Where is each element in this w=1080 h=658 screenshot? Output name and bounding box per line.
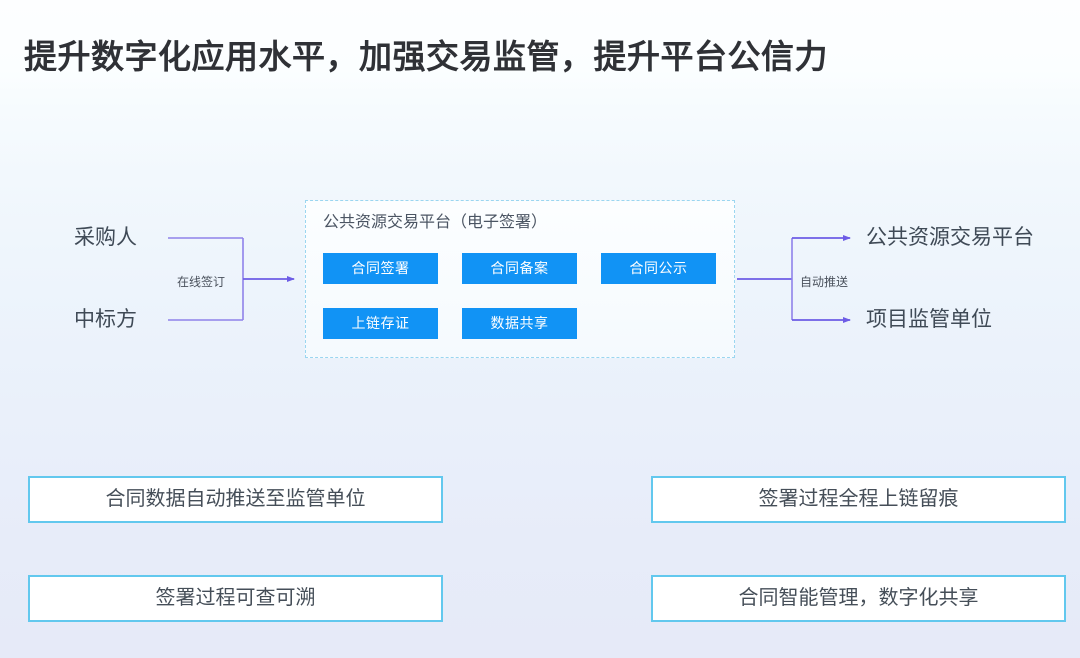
platform-chip-row-2: 上链存证 数据共享 [323, 308, 577, 339]
connector-lines [168, 235, 851, 323]
right-connector [737, 235, 851, 323]
flow-diagram: 采购人 中标方 在线签订 自动推送 公共资源交易平台（电子签署） 合同签署 合同… [0, 180, 1080, 380]
feature-box-chain-trace[interactable]: 签署过程全程上链留痕 [651, 476, 1066, 523]
chip-data-share[interactable]: 数据共享 [462, 308, 577, 339]
left-connector [168, 237, 295, 321]
feature-box-auto-push[interactable]: 合同数据自动推送至监管单位 [28, 476, 443, 523]
node-buyer: 采购人 [74, 226, 137, 249]
edge-label-auto-push: 自动推送 [800, 275, 849, 289]
node-winner: 中标方 [74, 308, 137, 331]
feature-box-smart-manage[interactable]: 合同智能管理，数字化共享 [651, 575, 1066, 622]
platform-chip-row-1: 合同签署 合同备案 合同公示 [323, 253, 716, 284]
feature-grid: 合同数据自动推送至监管单位 签署过程全程上链留痕 签署过程可查可溯 合同智能管理… [0, 468, 1080, 628]
chip-contract-sign[interactable]: 合同签署 [323, 253, 438, 284]
feature-box-traceability[interactable]: 签署过程可查可溯 [28, 575, 443, 622]
platform-panel-title: 公共资源交易平台（电子签署） [323, 214, 548, 231]
node-public-resource-platform: 公共资源交易平台 [866, 226, 1034, 249]
chip-chain-evidence[interactable]: 上链存证 [323, 308, 438, 339]
node-project-supervision-unit: 项目监管单位 [866, 308, 992, 331]
platform-panel: 公共资源交易平台（电子签署） 合同签署 合同备案 合同公示 上链存证 数据共享 [305, 200, 735, 358]
chip-contract-publish[interactable]: 合同公示 [601, 253, 716, 284]
header: 提升数字化应用水平，加强交易监管，提升平台公信力 [0, 0, 1080, 108]
page-title: 提升数字化应用水平，加强交易监管，提升平台公信力 [24, 38, 828, 75]
chip-contract-record[interactable]: 合同备案 [462, 253, 577, 284]
edge-label-online-signing: 在线签订 [177, 275, 226, 289]
